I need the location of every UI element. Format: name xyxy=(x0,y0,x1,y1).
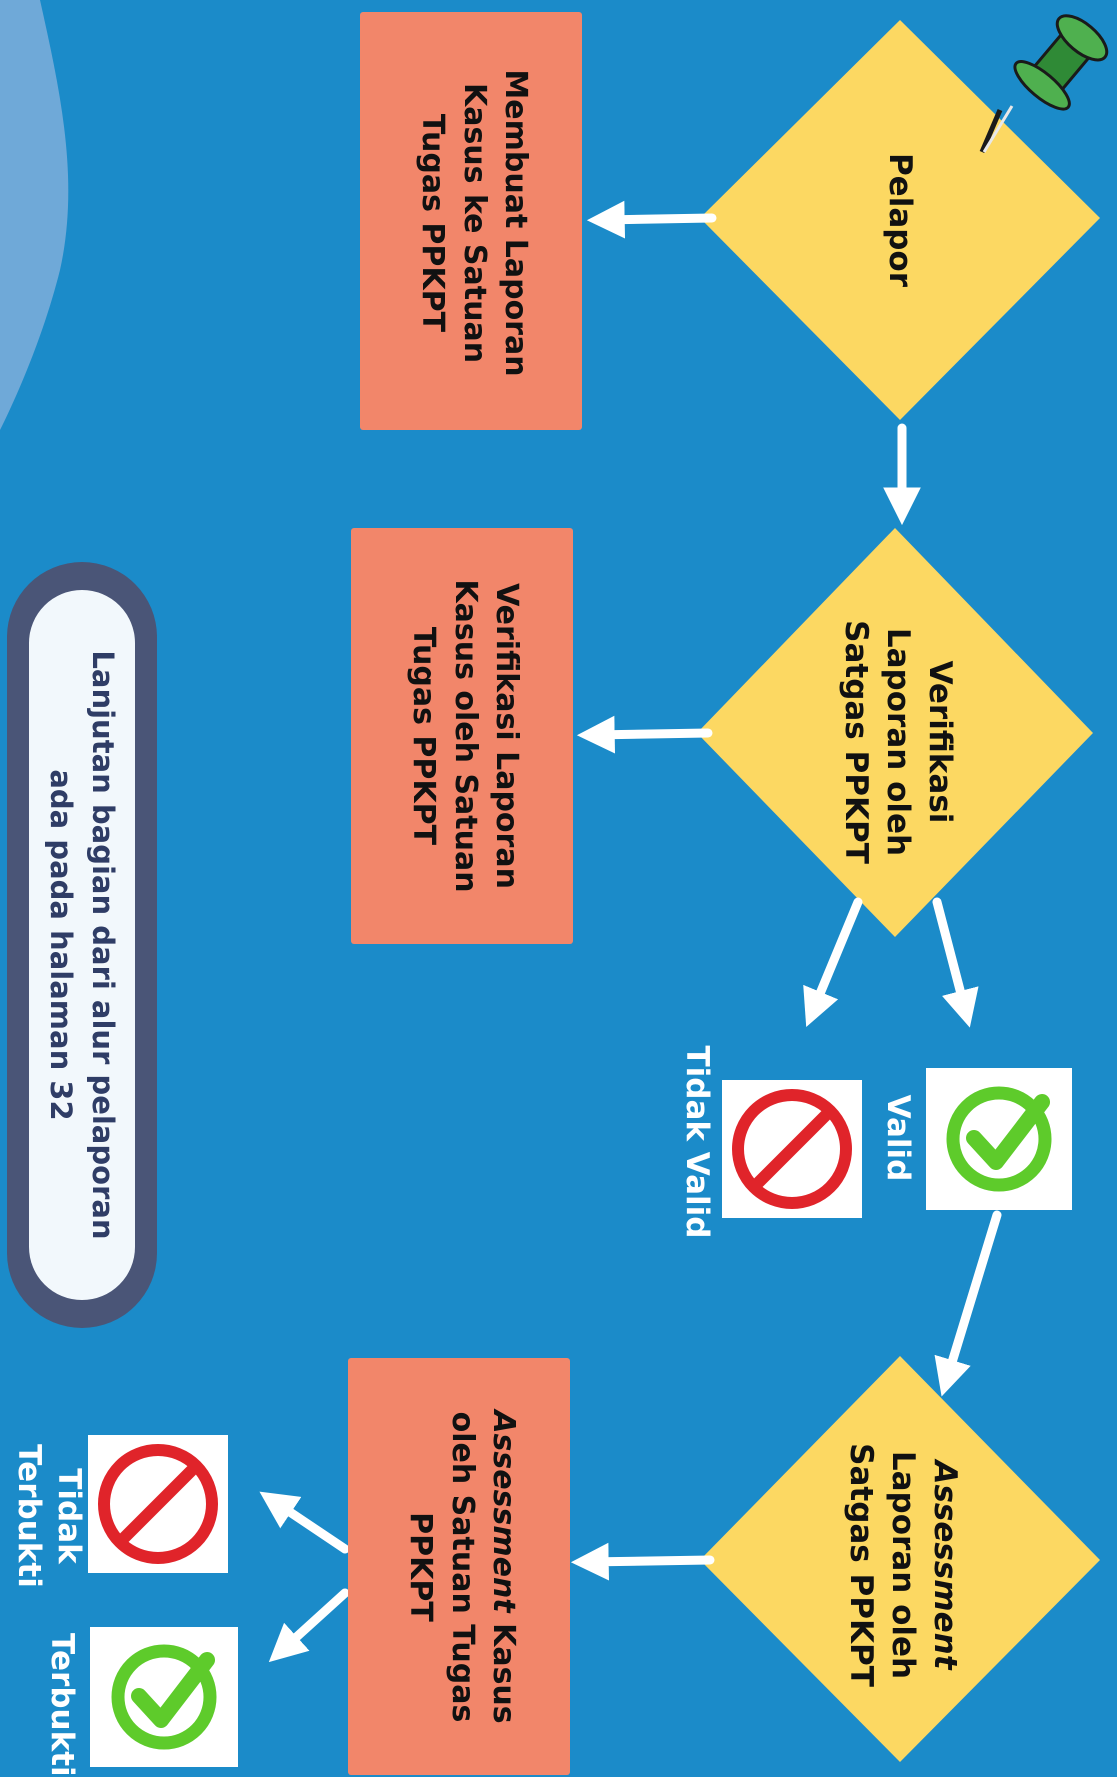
pelapor-label: Pelapor xyxy=(882,152,918,288)
prohibited-icon xyxy=(732,1089,852,1209)
verifikasi-diamond-label: Verifikasi Laporan oleh Satgas PPKPT xyxy=(838,620,958,864)
tidak-valid-label: Tidak Valid xyxy=(679,1045,715,1239)
arrow-assessment-to-box xyxy=(570,1542,715,1581)
terbukti-check-card xyxy=(90,1627,238,1767)
arrow-valid-to-assessment xyxy=(934,1210,1002,1397)
tidak-valid-prohibited-card xyxy=(722,1080,862,1218)
arrow-verifikasi-to-box xyxy=(576,715,713,754)
pushpin-icon xyxy=(979,14,1109,153)
continuation-note-text: Lanjutan bagian dari alur pelaporan ada … xyxy=(43,650,120,1240)
assessment-diamond-label: Assessment Laporan oleh Satgas PPKPT xyxy=(843,1443,963,1687)
terbukti-label: Terbukti xyxy=(44,1633,80,1777)
check-icon xyxy=(111,1644,217,1750)
valid-label: Valid xyxy=(880,1094,916,1182)
arrow-to-tidak-valid xyxy=(803,897,863,1027)
diamond-pelapor xyxy=(700,20,1100,420)
arrow-to-terbukti xyxy=(268,1588,350,1663)
tidak-terbukti-prohibited-card xyxy=(88,1435,228,1573)
diamond-verifikasi xyxy=(697,528,1093,937)
verifikasi-laporan-label: Verifikasi Laporan Kasus oleh Satuan Tug… xyxy=(406,579,524,893)
arrow-to-valid xyxy=(932,897,979,1028)
valid-check-card xyxy=(926,1068,1072,1210)
box-verifikasi-laporan xyxy=(351,528,573,944)
continuation-note xyxy=(7,562,157,1328)
membuat-laporan-label: Membuat Laporan Kasus ke Satuan Tugas PP… xyxy=(415,69,533,377)
continuation-note-inner xyxy=(29,590,135,1300)
tidak-terbukti-label: Tidak Terbukti xyxy=(10,1444,87,1588)
box-membuat-laporan xyxy=(360,12,582,430)
diamond-assessment xyxy=(700,1356,1100,1762)
arrow-to-tidak-terbukti xyxy=(259,1491,350,1554)
box-assessment-kasus xyxy=(348,1358,570,1775)
check-icon xyxy=(946,1086,1052,1192)
assessment-kasus-label: Assessment Kasus oleh Satuan Tugas PPKPT xyxy=(403,1410,521,1724)
decorative-blob xyxy=(0,0,69,430)
prohibited-icon xyxy=(98,1444,218,1564)
arrow-pelapor-to-membuat xyxy=(586,200,717,239)
